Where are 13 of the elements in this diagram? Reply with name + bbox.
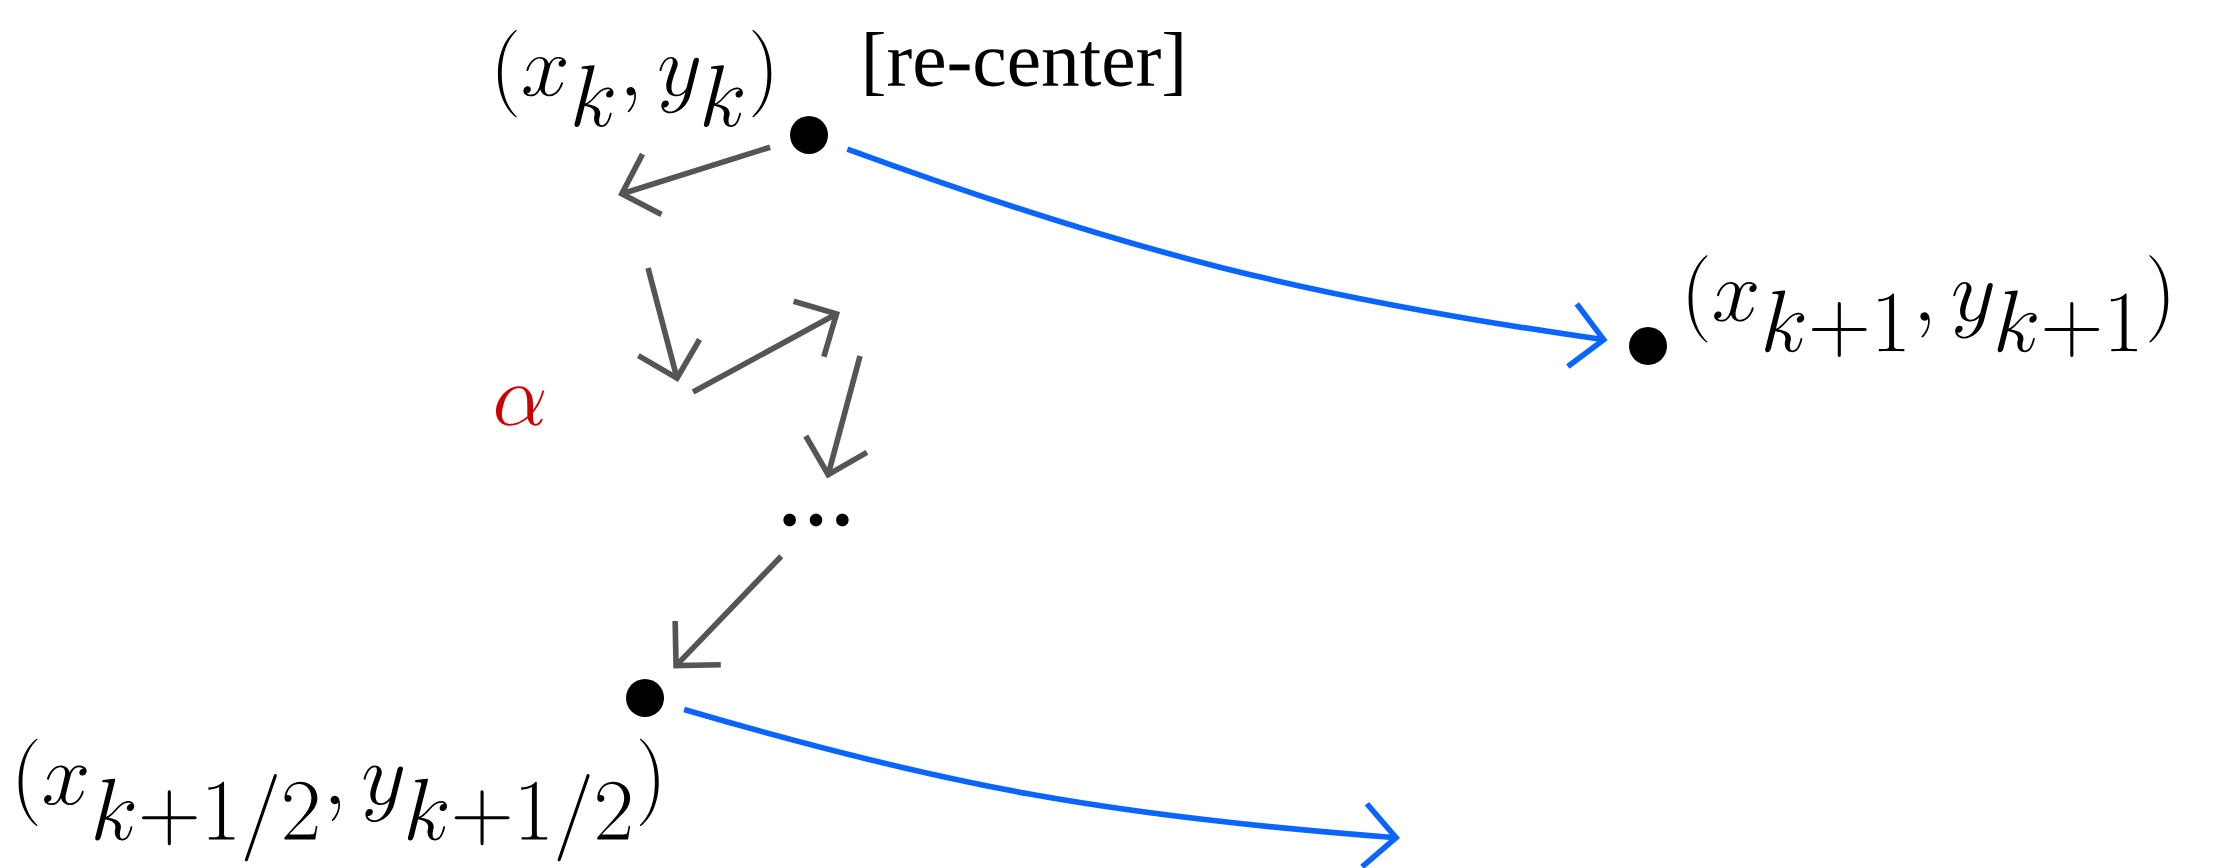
- arrow: [683, 706, 1400, 868]
- point-label: $(x_k, y_k)$: [497, 29, 772, 127]
- point-dot: [790, 116, 828, 154]
- greek-label: $\alpha$: [495, 386, 544, 426]
- arrow: [618, 144, 771, 217]
- point-label: $(x_{k+1}, y_{k+1})$: [1688, 255, 2169, 357]
- annotation-text: [re-center]: [866, 32, 1182, 97]
- arrow: [846, 146, 1608, 369]
- point-label: $(x_{k+1/2}, y_{k+1/2})$: [18, 738, 659, 862]
- point-dot: [1629, 327, 1667, 365]
- point-dot: [626, 679, 665, 717]
- arrow: [672, 554, 784, 669]
- ellipsis-text: ...: [783, 513, 849, 527]
